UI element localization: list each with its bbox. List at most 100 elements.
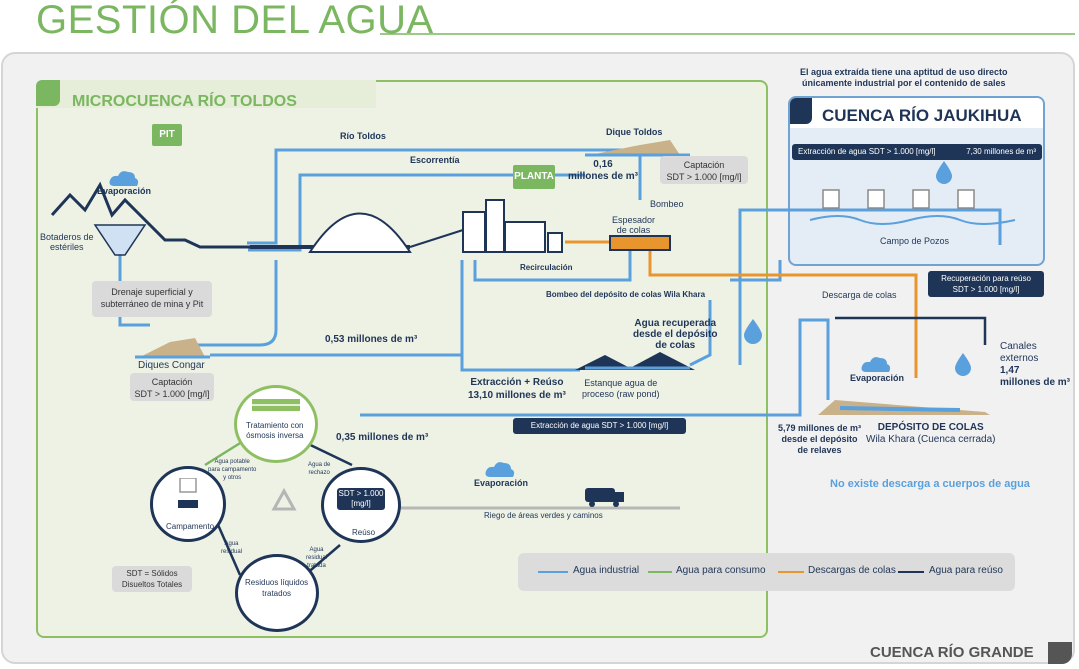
extraccion-sdt-bottom-box: Extracción de agua SDT > 1.000 [mg/l] [513,418,686,434]
cuenca-grande-title: CUENCA RÍO GRANDE [870,644,1034,661]
espesador-line-2: de colas [616,225,651,235]
residuos-circle [235,554,319,632]
agua-recuperada-line-1: Agua recuperada [634,318,717,329]
botaderos-line-2: estériles [50,242,84,252]
agua-recuperada-label: Agua recuperada desde el depósito de col… [633,318,717,351]
value-053-label: 0,53 millones de m³ [325,334,418,345]
rio-toldos-label: Río Toldos [340,131,386,141]
agua-residual-line-1: Agua [224,541,239,547]
extraccion-sdt-top-text: Extracción de agua SDT > 1.000 [mg/l] [798,147,936,156]
estanque-line-1: Estanque agua de [584,378,658,388]
jaukihua-title: CUENCA RÍO JAUKIHUA [822,106,1022,125]
estanque-label: Estanque agua de proceso (raw pond) [582,378,660,400]
recuperacion-line-2: SDT > 1.000 [mg/l] [952,285,1020,294]
legend-line-industrial [538,571,568,573]
botaderos-line-1: Botaderos de [40,232,94,242]
legend [518,553,1015,591]
extraccion-reuso-line-1: Extracción + Reúso [470,377,564,388]
agua-recuperada-line-2: desde el depósito [633,329,718,340]
cloud-icon [109,171,139,186]
estanque-line-2: proceso (raw pond) [582,389,660,399]
planta-pin: PLANTA [513,165,555,189]
jaukihua-header [790,98,1043,128]
agua-residual-tratada-line-3: tratada [307,563,326,569]
stockpile-dome [308,212,412,253]
descarga-colas-label: Descarga de colas [822,290,897,300]
sdt-box-line-2: [mg/l] [351,499,371,508]
rio-toldos-line [247,148,642,245]
captacion-toldos-line-2: SDT > 1.000 [mg/l] [666,172,742,182]
canales-line-4: millones de m³ [1000,377,1071,388]
recirculacion-label: Recirculación [520,263,573,272]
no-descarga-label: No existe descarga a cuerpos de agua [830,478,1030,490]
descarga-colas-line [648,250,918,378]
thickener-tank [609,235,671,251]
legend-line-consumo [648,571,672,573]
dique-toldos-value-unit: millones de m³ [568,171,639,182]
aquifer-wave [809,215,1016,225]
canales-line-2: externos [1000,353,1039,364]
canales-line [835,316,987,345]
cloud-icon [485,462,515,477]
pit-pin: PIT [152,124,182,146]
extraccion-line [460,300,580,372]
mine-silhouette [50,181,250,249]
water-drop-icon [936,161,952,184]
canales-line-3: 1,47 [1000,365,1020,376]
agua-residual-tratada-label: Agua residual tratada [306,546,327,570]
microcuenca-header [36,80,376,108]
drenaje-box: Drenaje superficial y subterráneo de min… [92,281,212,317]
jaukihua-tab [790,98,812,124]
value-579-line-2: desde el depósito [781,434,858,444]
escorrentia-line [248,173,585,252]
legend-label-colas: Descargas de colas [808,565,896,576]
evaporacion-left-label: Evaporación [97,186,152,196]
header-note: El agua extraída tiene una aptitud de us… [800,67,1008,89]
sdt-box-line-1: SDT > 1.000 [338,489,384,498]
value-730-text: 7,30 millones de m³ [966,147,1036,156]
reuso-label: Reúso [352,528,376,537]
drenaje-line-1: Drenaje superficial y [111,287,193,297]
extraccion-reuso-label: Extracción + Reúso 13,10 millones de m³ [468,376,566,402]
legend-label-industrial: Agua industrial [573,565,640,576]
congar-line [175,260,278,347]
canales-label: Canales externos 1,47 millones de m³ [1000,341,1070,389]
drenaje-line [118,255,150,327]
recuperacion-box: Recuperación para reúso SDT > 1.000 [mg/… [928,271,1044,297]
wells [822,189,975,209]
deposito-colas-line-2: Wila Khara (Cuenca cerrada) [866,434,996,445]
microcuenca-title: MICROCUENCA RÍO TOLDOS [72,93,297,110]
dique-toldos-value: 0,16 millones de m³ [568,159,638,183]
extraccion-sdt-top-box: Extracción de agua SDT > 1.000 [mg/l] 7,… [792,144,1042,160]
sdt-box: SDT > 1.000 [mg/l] [337,488,385,510]
diques-congar-label: Diques Congar [138,360,205,371]
captacion-congar-line-2: SDT > 1.000 [mg/l] [134,389,210,399]
plant-conveyor [409,229,464,248]
agua-potable-line-3: y otros [223,475,242,481]
campamento-label: Campamento [166,522,215,531]
tratamiento-label: Tratamiento con ósmosis inversa [246,421,304,441]
legend-label-reuso: Agua para reúso [929,565,1003,576]
agua-potable-label: Agua potable para campamento y otros [208,458,256,482]
cloud-icon [861,357,891,372]
campo-pozos-label: Campo de Pozos [880,236,950,246]
recycle-icon [271,487,297,511]
agua-rechazo-line-2: rechazo [308,470,330,476]
sdt-definition-box: SDT = Sólidos Disueltos Totales [112,566,192,592]
agua-residual-label: Agua residual [221,540,242,556]
legend-line-reuso [898,571,924,573]
agua-residual-tratada-line-2: residual [306,555,328,561]
value-579-line-1: 5,79 millones de m³ [778,423,862,433]
value-579-line-3: de relaves [797,445,842,455]
pit-basin [93,224,147,256]
microcuenca-panel [36,80,768,638]
residuos-line-1: Residuos líquidos [245,578,309,587]
legend-label-consumo: Agua para consumo [676,565,766,576]
deposito-water [839,406,961,412]
recirculacion-line [473,250,632,282]
drenaje-line-2: subterráneo de mina y Pit [100,299,204,309]
water-drop-icon [744,319,762,344]
tratamiento-line-2: ósmosis inversa [246,431,304,440]
recuperacion-line-1: Recuperación para reúso [941,274,1031,283]
dique-toldos-value-num: 0,16 [593,159,613,170]
